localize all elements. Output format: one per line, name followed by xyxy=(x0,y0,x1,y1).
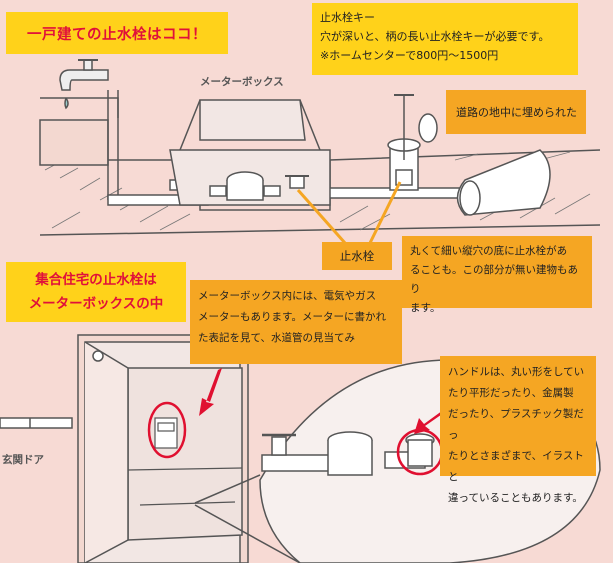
apartment-title-line: メーターボックスの中 xyxy=(28,296,164,312)
pit-note-line: ます。 xyxy=(410,302,441,314)
road-note: 道路の地中に埋められた xyxy=(446,90,586,134)
key-note-line: 穴が深いと、柄の長い止水栓キーが必要です。 xyxy=(320,30,550,43)
handle-note-line: ハンドルは、丸い形をしてい xyxy=(448,366,585,378)
meter-note-line: メーターボックス内には、電気やガス xyxy=(198,290,377,302)
handle-note-line: たりとさまざまで、イラストと xyxy=(448,450,584,483)
zoomed-pipe xyxy=(261,431,426,476)
pit-note-line: 丸くて細い縦穴の底に止水栓があ xyxy=(410,245,568,257)
house-title: 一戸建ての止水栓はココ！ xyxy=(6,12,228,54)
red-arrow-handle xyxy=(414,408,448,434)
apartment-title: 集合住宅の止水栓は メーターボックスの中 xyxy=(6,262,186,322)
water-meter-icon xyxy=(209,171,281,201)
house-wall xyxy=(39,90,119,200)
key-note: 止水栓キー 穴が深いと、柄の長い止水栓キーが必要です。 ※ホームセンターで800… xyxy=(312,3,578,75)
key-note-line: ※ホームセンターで800円～1500円 xyxy=(320,49,499,62)
apartment-title-line: 集合住宅の止水栓は xyxy=(35,272,157,288)
gas-meter-icon xyxy=(154,417,178,449)
meter-note-line: た表記を見て、水道管の見当てみ xyxy=(198,332,355,344)
key-tool-icon xyxy=(418,113,438,143)
handle-note-line: たり平形だったり、金属製 xyxy=(448,387,574,399)
box-shelf xyxy=(127,467,243,506)
key-note-line: 止水栓キー xyxy=(320,11,375,24)
handle-note: ハンドルは、丸い形をしてい たり平形だったり、金属製 だったり、プラスチック製だ… xyxy=(440,356,596,504)
meter-box-label: メーターボックス xyxy=(200,76,284,88)
handle-note-line: だったり、プラスチック製だっ xyxy=(448,408,584,441)
faucet-icon xyxy=(59,59,109,110)
meter-note: メーターボックス内には、電気やガス メーターもあります。メーターに書かれ た表記… xyxy=(190,280,402,364)
door-frame xyxy=(0,334,249,563)
zoomed-valve-icon xyxy=(262,433,435,467)
red-arrow-meter xyxy=(199,368,222,416)
valve-handle-icon xyxy=(285,175,309,189)
handle-note-line: 違っていることもあります。 xyxy=(448,492,583,504)
pit-note-line: ることも。この部分が無い建物もあり xyxy=(410,264,578,295)
stop-valve-label: 止水栓 xyxy=(322,242,392,270)
front-door-label: 玄関ドア xyxy=(2,454,44,466)
meter-note-line: メーターもあります。メーターに書かれ xyxy=(198,311,386,323)
stop-valve-pit xyxy=(387,94,421,191)
main-pipe xyxy=(456,149,551,216)
pointer-lines xyxy=(296,181,402,244)
pit-note: 丸くて細い縦穴の底に止水栓があ ることも。この部分が無い建物もあり ます。 xyxy=(402,236,592,314)
